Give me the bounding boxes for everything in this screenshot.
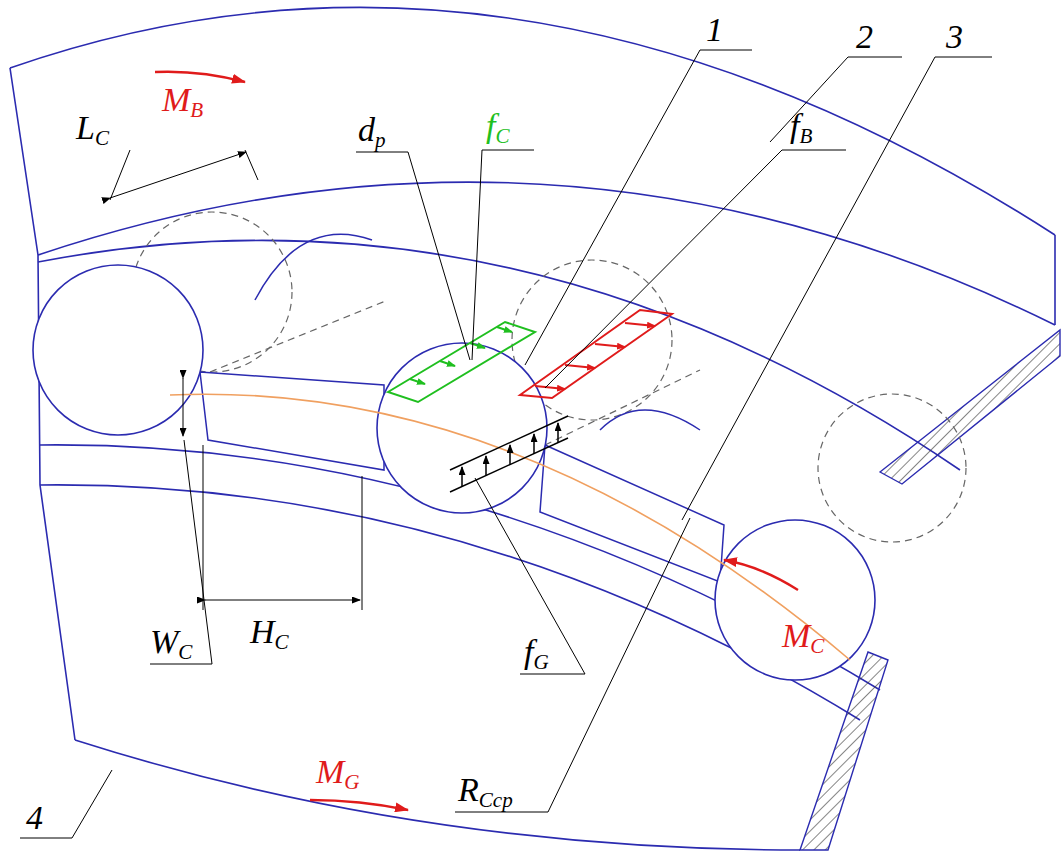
symbol-main: M (162, 81, 190, 118)
symbol-main: 3 (946, 18, 963, 55)
symbol-subscript: C (495, 124, 509, 148)
dimension-label: LC (76, 108, 109, 151)
dimension-label: dp (358, 110, 386, 153)
force-label: fB (790, 106, 812, 149)
symbol-main: R (458, 771, 479, 808)
callout-number: 3 (946, 17, 963, 56)
callout-number: 2 (856, 17, 873, 56)
symbol-main: L (76, 109, 95, 146)
symbol-main: 2 (856, 18, 873, 55)
moment-label: MG (316, 752, 360, 795)
symbol-subscript: G (344, 770, 359, 794)
symbol-main: H (250, 613, 275, 650)
symbol-main: W (150, 623, 178, 660)
radius-label: RCcp (458, 770, 513, 813)
moment-label: MB (162, 80, 203, 123)
symbol-main: d (358, 111, 375, 148)
moment-label: MC (782, 616, 824, 659)
symbol-subscript: C (810, 634, 824, 658)
symbol-subscript: G (533, 650, 548, 674)
symbol-subscript: C (95, 126, 109, 150)
symbol-main: f (524, 633, 533, 670)
symbol-main: M (782, 617, 810, 654)
symbol-subscript: C (275, 630, 289, 654)
callout-number: 4 (26, 798, 43, 837)
dimension-label: WC (150, 622, 192, 665)
symbol-subscript: B (799, 124, 812, 148)
symbol-main: f (486, 107, 495, 144)
symbol-subscript: p (375, 128, 386, 152)
dimension-label: HC (250, 612, 289, 655)
symbol-main: 4 (26, 799, 43, 836)
symbol-subscript: Ccp (479, 788, 513, 812)
force-label: fC (486, 106, 510, 149)
callout-number: 1 (706, 10, 723, 49)
symbol-subscript: B (190, 98, 203, 122)
symbol-main: 1 (706, 11, 723, 48)
symbol-main: f (790, 107, 799, 144)
symbol-subscript: C (178, 640, 192, 664)
force-label: fG (524, 632, 549, 675)
symbol-main: M (316, 753, 344, 790)
